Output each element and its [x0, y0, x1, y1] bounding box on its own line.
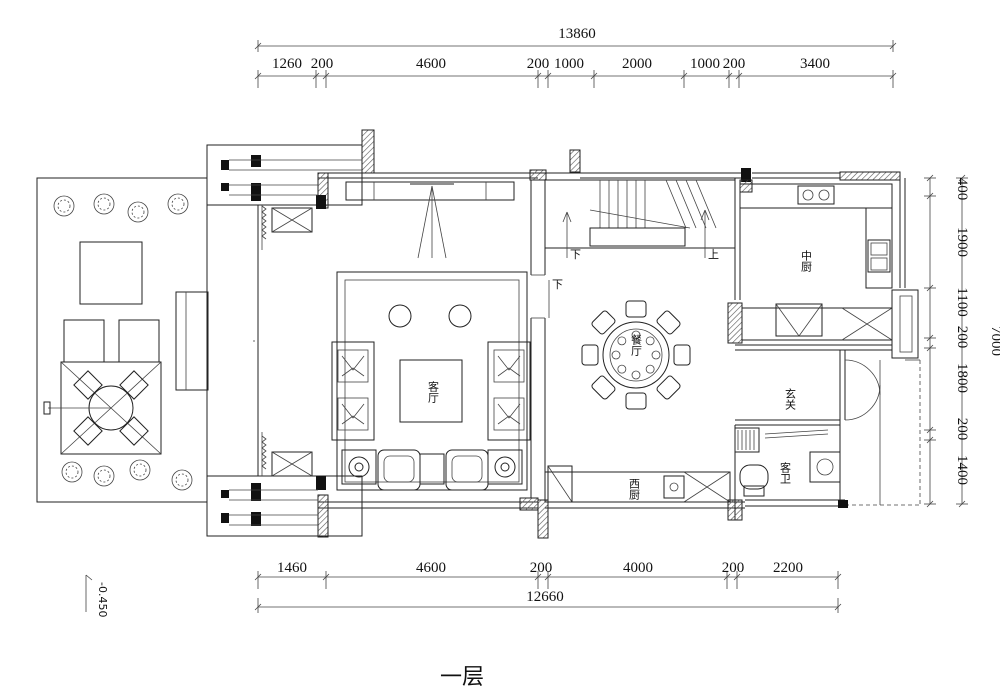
- dining-area: 下 上 下 餐厅 西厨: [537, 172, 745, 539]
- dim-top-3: 4600: [416, 56, 446, 72]
- dim-bottom-total: 12660: [526, 589, 564, 605]
- dim-right-5: 1800: [954, 363, 970, 393]
- dim-top-6: 2000: [622, 56, 652, 72]
- dim-top-1: 1260: [272, 56, 302, 72]
- dim-right-2: 1900: [954, 227, 970, 257]
- dim-top-4: 200: [527, 56, 550, 72]
- label-stair-up: 上: [708, 248, 719, 261]
- dim-bottom-6: 2200: [773, 560, 803, 576]
- dim-right-4: 200: [954, 326, 970, 349]
- dim-top-5: 1000: [554, 56, 584, 72]
- terrace-area: [36, 177, 209, 503]
- dim-bottom-2: 4600: [416, 560, 446, 576]
- label-dining-room: 餐厅: [630, 333, 643, 356]
- dim-right-6: 200: [954, 418, 970, 441]
- dim-right-7: 1400: [954, 455, 970, 485]
- dim-top-8: 200: [723, 56, 746, 72]
- dim-top-9: 3400: [800, 56, 830, 72]
- label-guest-bath: 客卫: [779, 461, 792, 484]
- label-living-room: 客厅: [427, 380, 440, 403]
- dim-bottom-5: 200: [722, 560, 745, 576]
- dim-top-7: 1000: [690, 56, 720, 72]
- label-stair-down-1: 下: [570, 248, 581, 261]
- level-mark: -0.450: [85, 574, 109, 617]
- dim-right-1: 400: [954, 178, 970, 201]
- living-room: 客厅: [206, 129, 581, 538]
- floor-title: 一层: [440, 665, 484, 690]
- label-foyer: 玄关: [784, 387, 797, 411]
- label-stair-down-2: 下: [552, 278, 563, 291]
- dim-top-2: 200: [311, 56, 334, 72]
- dim-bottom-4: 4000: [623, 560, 653, 576]
- dim-right-total: 7000: [988, 326, 1000, 356]
- level-mark-value: -0.450: [96, 582, 109, 617]
- top-dimensions: 13860 1260 200 4600 200 1000 2000 1000 2…: [254, 26, 897, 88]
- kitchen-area: 中厨 玄关 客卫: [727, 168, 921, 521]
- right-dimensions: 7000 400 1900 1100 200 1800 200 1400: [924, 174, 1000, 508]
- label-kitchen: 中厨: [800, 250, 813, 272]
- dim-bottom-1: 1460: [277, 560, 307, 576]
- dim-bottom-3: 200: [530, 560, 553, 576]
- label-western-kitchen: 西厨: [628, 478, 641, 500]
- dim-right-3: 1100: [954, 287, 970, 316]
- dim-top-total: 13860: [558, 26, 596, 42]
- bottom-dimensions: 1460 4600 200 4000 200 2200 12660: [254, 560, 842, 613]
